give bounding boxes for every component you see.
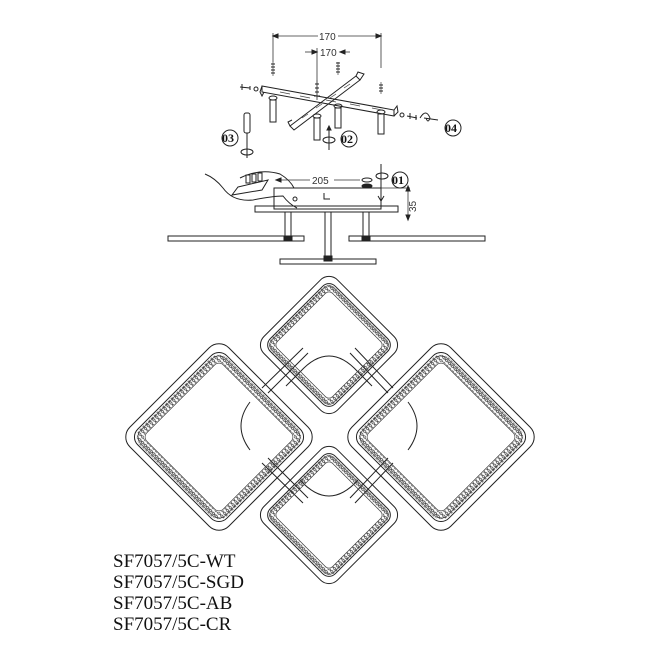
screw-icon bbox=[336, 62, 340, 75]
ring-left bbox=[125, 343, 313, 531]
step-02-label: 02 bbox=[341, 132, 353, 146]
ring-right bbox=[347, 343, 535, 531]
dimension-label-205: 205 bbox=[312, 176, 329, 187]
wall-anchor-icon bbox=[312, 113, 322, 141]
step-04-badge: 04 bbox=[444, 119, 462, 137]
screw-icon bbox=[379, 82, 383, 94]
model-number: SF7057/5C-AB bbox=[113, 593, 233, 614]
step-01-label: 01 bbox=[392, 173, 404, 187]
model-number: SF7057/5C-CR bbox=[113, 614, 232, 635]
side-elevation: 205 01 35 bbox=[167, 164, 486, 265]
dimension-205: 205 bbox=[274, 174, 373, 189]
rotate-arrow-icon bbox=[375, 164, 389, 202]
ring-top bbox=[259, 275, 399, 415]
ring-elevation bbox=[167, 235, 486, 265]
dimension-label-35: 35 bbox=[408, 200, 419, 212]
model-number: SF7057/5C-WT bbox=[113, 551, 236, 572]
step-01-badge: 01 bbox=[391, 171, 409, 189]
step-04-label: 04 bbox=[445, 121, 457, 135]
wall-anchor-icon bbox=[333, 103, 343, 129]
step-03-badge: 03 bbox=[221, 129, 239, 147]
screwdriver-icon bbox=[240, 112, 254, 158]
rotate-arrow-icon bbox=[322, 124, 336, 150]
fixture-top-view bbox=[125, 275, 535, 585]
ring-bottom bbox=[259, 445, 399, 585]
step-02-badge: 02 bbox=[340, 130, 358, 148]
mounting-bracket-group: 170 170 bbox=[221, 30, 462, 158]
wall-anchor-icon bbox=[268, 95, 278, 123]
screw-icon bbox=[271, 62, 275, 76]
dimension-label-outer: 170 bbox=[319, 32, 336, 43]
ceiling-screws bbox=[268, 62, 386, 141]
dimension-label-inner: 170 bbox=[320, 48, 337, 59]
cross-bracket bbox=[259, 71, 399, 131]
side-screw-right bbox=[399, 112, 439, 122]
canopy bbox=[254, 187, 399, 213]
connector-arms bbox=[261, 347, 394, 504]
screw-icon bbox=[314, 80, 320, 98]
terminal-block bbox=[204, 171, 298, 209]
model-number: SF7057/5C-SGD bbox=[113, 572, 244, 593]
step-03-label: 03 bbox=[222, 131, 234, 145]
model-number-list: SF7057/5C-WT SF7057/5C-SGD SF7057/5C-AB … bbox=[113, 551, 244, 635]
side-screw-left bbox=[239, 84, 259, 92]
dimension-35: 35 bbox=[381, 184, 419, 222]
dimension-outer-170: 170 bbox=[271, 30, 383, 68]
